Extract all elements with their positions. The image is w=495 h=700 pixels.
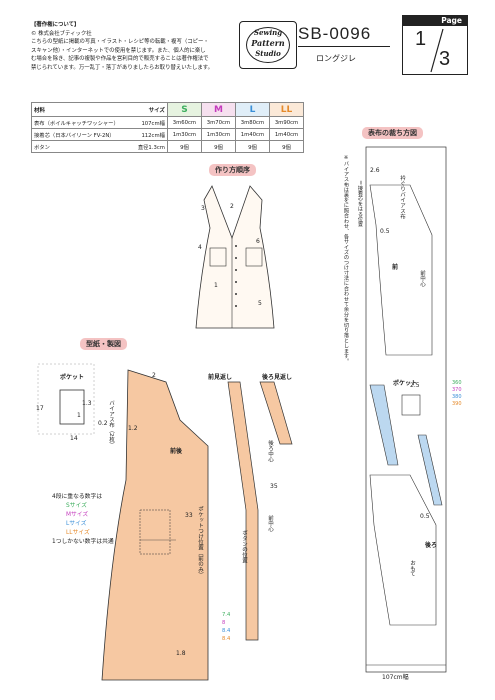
cutting-layout: [365, 146, 447, 673]
legend-title: 4段に重なる数字は: [52, 494, 103, 500]
front-center-label: 前中心: [267, 515, 273, 532]
layout-pocket-label: ポケット: [393, 380, 418, 387]
button-spacing-l: 8.4: [222, 628, 231, 634]
size-header-l: L: [234, 102, 270, 117]
sewing-order-badge: 作り方順序: [209, 164, 256, 176]
copyright-line: スキャン他）・インターネットでの使用を禁じます。また、個人的に楽し: [31, 47, 206, 54]
pocket-measure: 1.3: [82, 400, 92, 407]
step-1: 1: [214, 282, 218, 289]
button-spacing-s: 7.4: [222, 612, 231, 618]
layout-front-center: 前中心: [419, 270, 425, 287]
logo-word: Studio: [255, 49, 281, 58]
bias-cloth-label: 衿ぐりバイアス布: [399, 175, 405, 219]
step-3: 3: [201, 205, 205, 212]
page-slash: [430, 28, 444, 73]
legend-common: 1つしかない数字は共通: [52, 539, 114, 545]
brand-logo: Sewing Pattern Studio: [239, 21, 297, 69]
page-current: 1: [415, 28, 427, 50]
front-back-label: 前後: [170, 448, 183, 455]
layout-measure: 0.5: [420, 513, 430, 520]
hem-measure: 1.8: [176, 650, 186, 657]
pocket-measure: 1: [77, 412, 81, 419]
layout-back-label: 後ろ: [425, 542, 438, 549]
pattern-badge: 型紙・製図: [80, 338, 127, 350]
product-title: ロングジレ: [316, 54, 356, 63]
layout-front-label: 前: [392, 264, 399, 271]
button-spacing-ll: 8.4: [222, 636, 231, 642]
layout-length-m: 370: [452, 387, 462, 393]
layout-length-ll: 390: [452, 401, 462, 407]
measure-neck: 2: [152, 372, 156, 379]
product-code: SB-0096: [298, 24, 372, 43]
layout-length-l: 380: [452, 394, 462, 400]
logo-word: Sewing: [253, 28, 283, 37]
legend-item: LLサイズ: [66, 530, 90, 536]
table-header-label: 材料 サイズ: [31, 102, 168, 117]
step-2: 2: [230, 203, 234, 210]
step-4: 4: [198, 244, 202, 251]
back-center-label: 後ろ中心: [267, 440, 273, 462]
layout-top-measure: 2.6: [370, 167, 380, 174]
legend-item: Mサイズ: [66, 512, 89, 518]
pocket-label: ポケット: [60, 374, 85, 381]
pocket-line-measure: 33: [185, 512, 193, 519]
pocket-measure: 0.2: [98, 420, 108, 427]
logo-word: Pattern: [251, 38, 285, 48]
pattern-pieces: [37, 363, 293, 681]
facing-measure: 35: [270, 483, 278, 490]
omote-label: おもて: [409, 560, 415, 577]
page-total: 3: [439, 48, 451, 70]
copyright-line: 禁じられています。万一乱丁・落丁がありましたらお取り替えいたします。: [31, 64, 214, 71]
back-facing-label: 後ろ見返し: [262, 374, 293, 381]
button-spacing-m: 8: [222, 620, 226, 626]
copyright-line: こちらの型紙に掲載の写真・イラスト・レシピ等の転載・複写（コピー・: [31, 39, 209, 46]
copyright-heading: 【著作権について】: [31, 22, 80, 28]
step-6: 6: [256, 238, 260, 245]
layout-note: ※バイアス布は裏をに照合わせ、各サイズのつけ寸法に合わせて余分を切り落とします。: [343, 155, 349, 364]
title-divider: [298, 46, 390, 47]
size-header-s: S: [166, 102, 202, 117]
bias-width: 1.2: [128, 425, 138, 432]
size-header-m: M: [200, 102, 236, 117]
fabric-width-label: 107cm幅: [382, 674, 409, 681]
size-legend: 4段に重なる数字は Sサイズ Mサイズ Lサイズ LLサイズ 1つしかない数字は…: [52, 493, 114, 547]
button-position-note: ボタンの位置: [241, 530, 247, 563]
step-5: 5: [258, 300, 262, 307]
bias-note: バイアス布（2枚）: [108, 400, 114, 448]
layout-measure: 2.5: [410, 382, 420, 389]
pocket-position-note: ポケットつけ位置（前のみ）: [197, 506, 203, 578]
page-label: Page: [403, 16, 467, 26]
size-header-ll: LL: [268, 102, 305, 117]
page-indicator: Page 1 3: [402, 15, 468, 75]
copyright-company: © 株式会社ブティック社: [31, 30, 92, 37]
garment-illustration: [195, 185, 275, 329]
pocket-height: 17: [36, 405, 44, 412]
legend-item: Sサイズ: [66, 503, 87, 509]
layout-measure: 0.5: [380, 228, 390, 235]
copyright-notice: 【著作権について】 © 株式会社ブティック社 こちらの型紙に掲載の写真・イラスト…: [31, 21, 231, 73]
interfacing-note: ＝接着芯をはる位置: [357, 180, 363, 227]
copyright-line: む場合を除き、記事の複製や作品を営利目的で販売することは著作権法で: [31, 56, 209, 63]
pocket-width: 14: [70, 435, 78, 442]
materials-table: 材料 サイズ S M L LL 表布（ボイルキャッチワッシャー）107cm幅 3…: [31, 102, 305, 153]
front-facing-label: 前見返し: [208, 374, 233, 381]
layout-length-s: 360: [452, 380, 462, 386]
layout-badge: 表布の裁ち方図: [362, 127, 423, 139]
legend-item: Lサイズ: [66, 521, 87, 527]
